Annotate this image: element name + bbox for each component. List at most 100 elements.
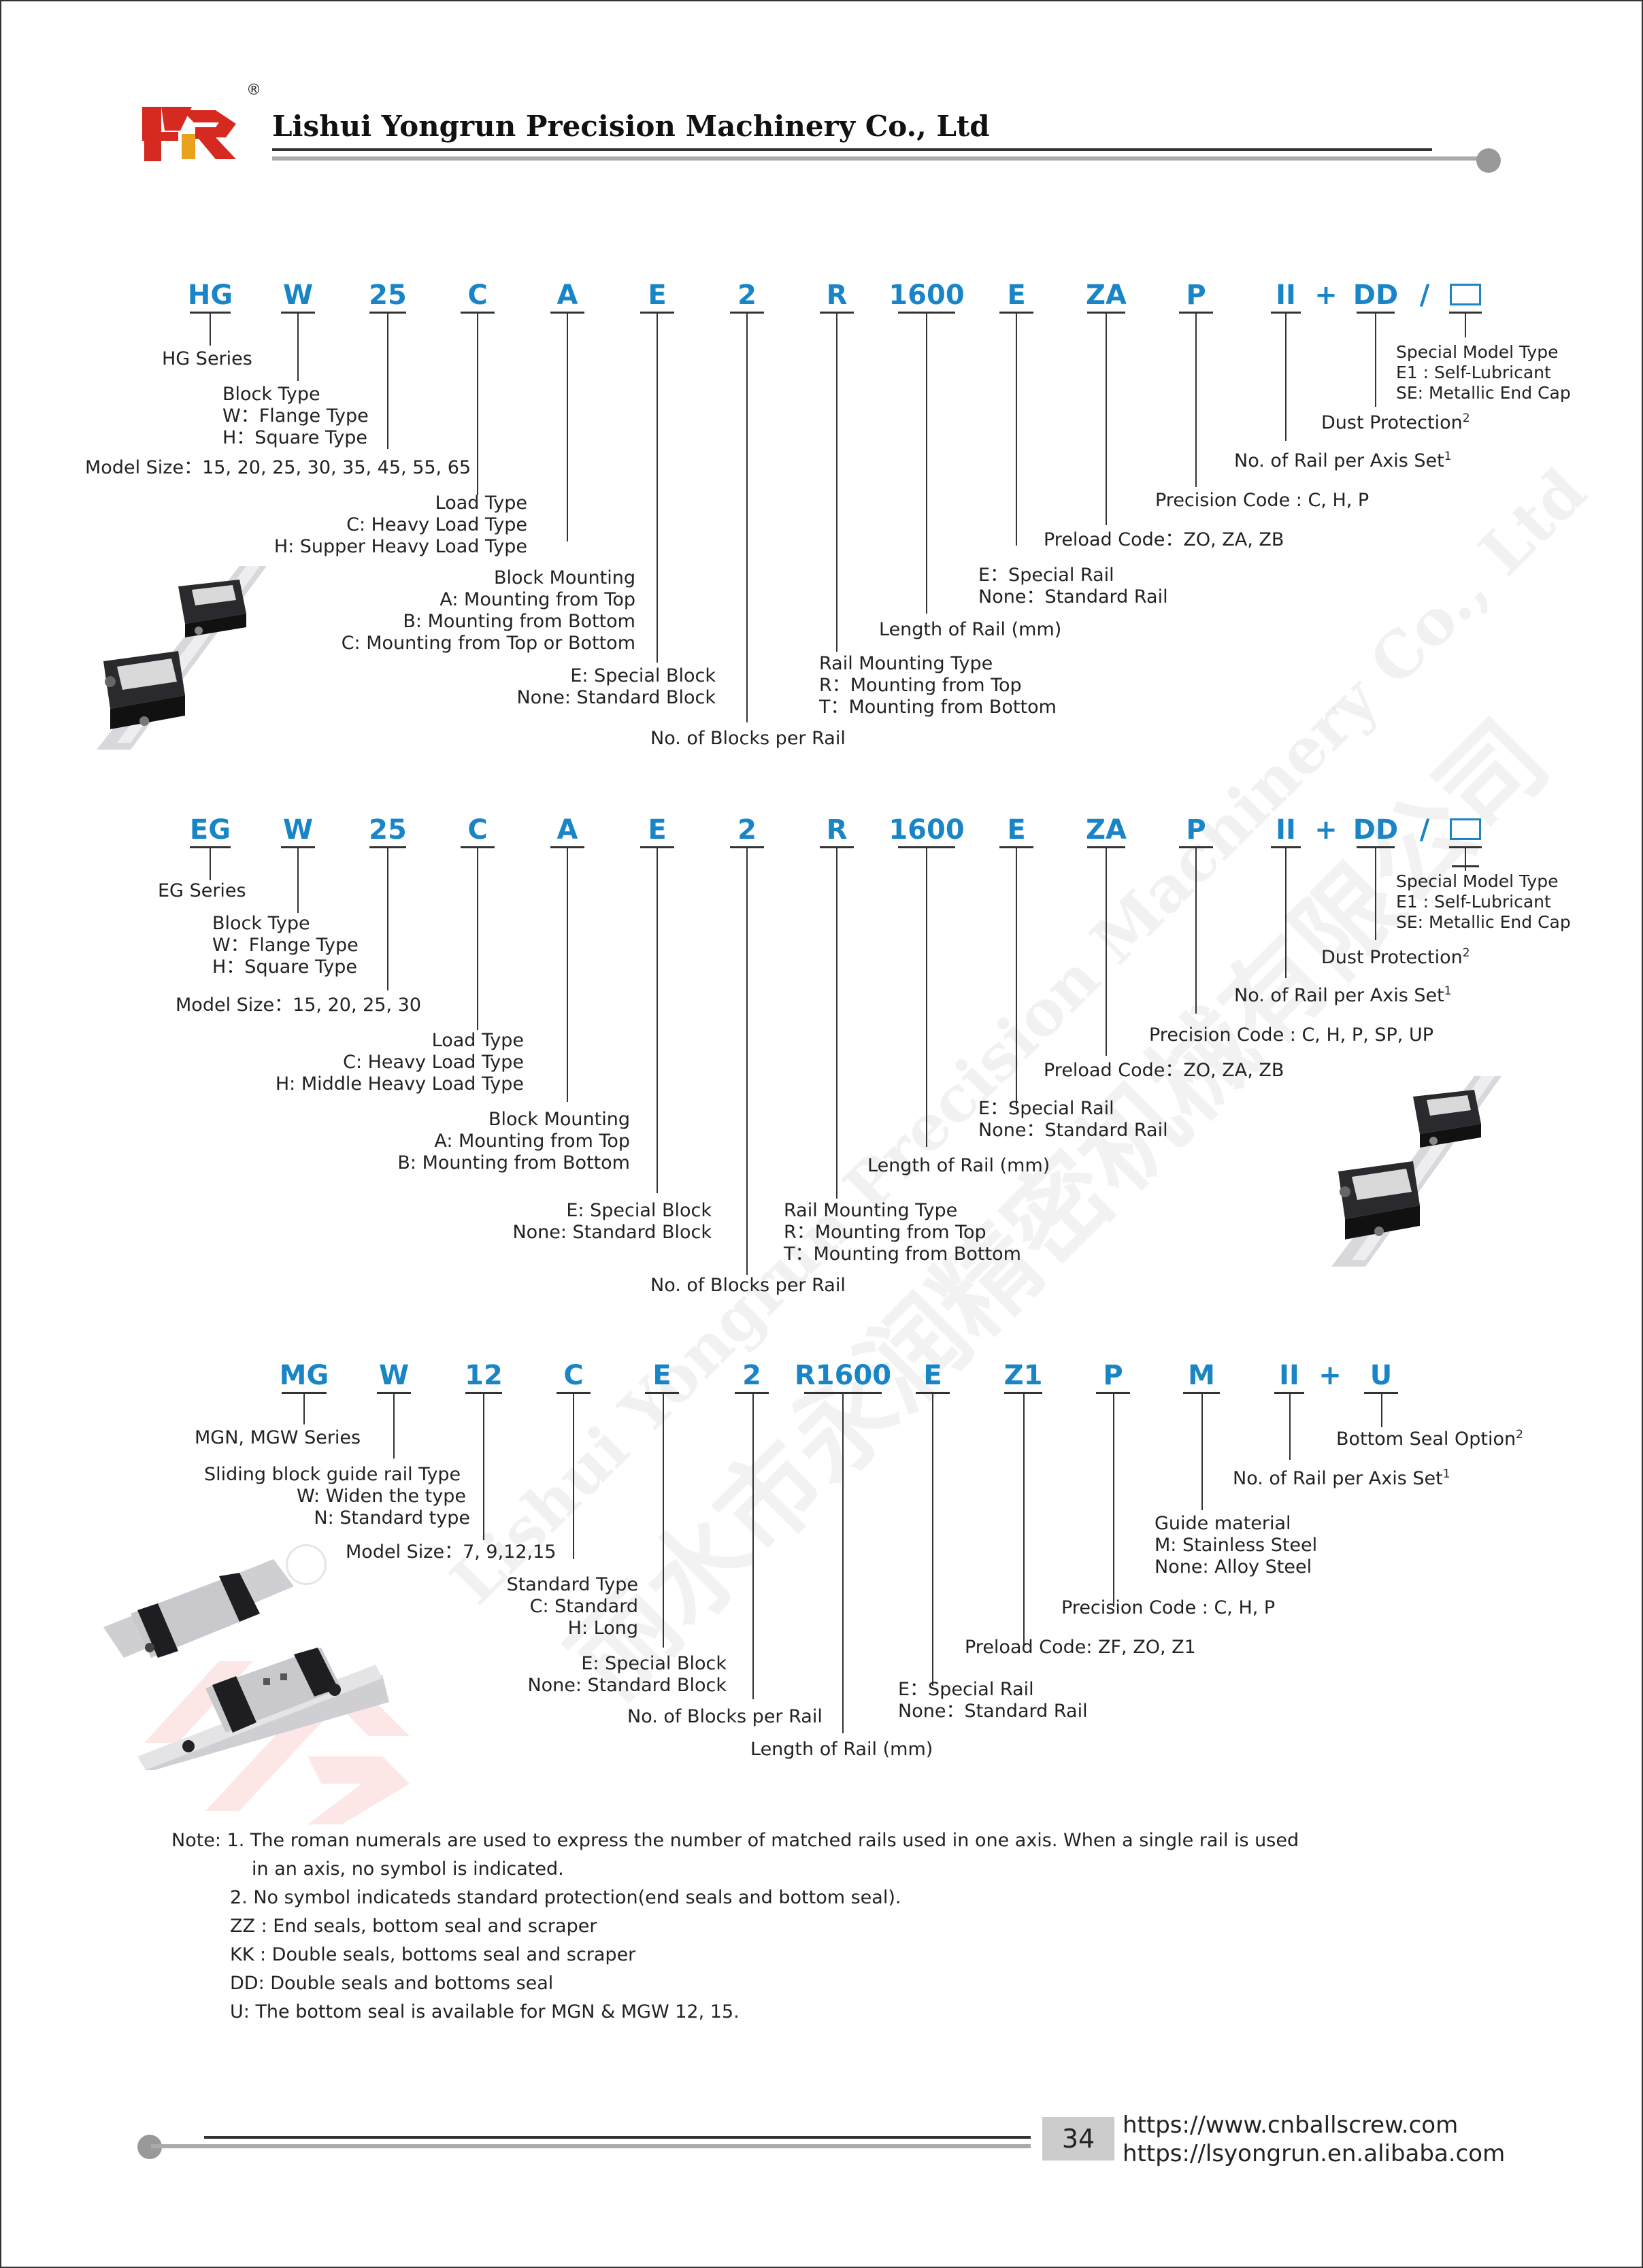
eg-blocks-per-rail: No. of Blocks per Rail — [650, 1275, 846, 1296]
mg-code-precision: P — [1103, 1360, 1123, 1391]
hg-dust-protection: Dust Protection2 — [1321, 412, 1470, 433]
special-model-box-icon — [1450, 284, 1481, 305]
mg-standard-type-h: H: Long — [567, 1618, 638, 1639]
mg-guide-material-none: None: Alloy Steel — [1155, 1556, 1312, 1578]
mg-standard-rail: None：Standard Rail — [898, 1701, 1088, 1722]
mg-rails-per-axis: No. of Rail per Axis Set1 — [1233, 1467, 1450, 1489]
eg-rail-mount-title: Rail Mounting Type — [784, 1200, 958, 1221]
eg-model-size: Model Size：15, 20, 25, 30 — [176, 995, 421, 1016]
eg-standard-rail: None：Standard Rail — [978, 1120, 1168, 1141]
hg-special-model-e1: E1 : Self-Lubricant — [1396, 363, 1551, 382]
eg-load-type-title: Load Type — [431, 1030, 524, 1051]
eg-code-precision: P — [1186, 814, 1206, 846]
eg-code-load: C — [467, 814, 488, 846]
hg-block-mount-c: C: Mounting from Top or Bottom — [341, 633, 635, 654]
hg-code-load: C — [467, 280, 488, 311]
mg-precision: Precision Code : C, H, P — [1061, 1597, 1276, 1618]
mg-code-bottom-seal: U — [1370, 1360, 1393, 1391]
header-rule — [272, 148, 1432, 151]
page-number: 34 — [1042, 2117, 1114, 2161]
hg-block-mount-b: B: Mounting from Bottom — [403, 611, 635, 632]
header-rule-dot — [1476, 148, 1501, 173]
hg-load-type-title: Load Type — [435, 493, 527, 514]
eg-code-block: W — [282, 814, 314, 846]
mg-code-size: 12 — [465, 1360, 503, 1391]
hg-code-plus: + — [1314, 280, 1338, 311]
eg-special-model-e1: E1 : Self-Lubricant — [1396, 892, 1551, 912]
eg-code-mounting: A — [557, 814, 578, 846]
mg-preload: Preload Code: ZF, ZO, Z1 — [965, 1637, 1196, 1658]
eg-rail-length: Length of Rail (mm) — [867, 1155, 1050, 1176]
hg-code-slash: / — [1419, 280, 1430, 311]
mg-code-special-rail: E — [923, 1360, 942, 1391]
hg-rail-length: Length of Rail (mm) — [879, 619, 1062, 640]
hg-model-size: Model Size：15, 20, 25, 30, 35, 45, 55, 6… — [85, 457, 471, 478]
mg-code-rails: II — [1279, 1360, 1299, 1391]
mg-guide-material-m: M: Stainless Steel — [1155, 1535, 1318, 1556]
mg-code-blocks: 2 — [742, 1360, 761, 1391]
hg-precision: Precision Code : C, H, P — [1155, 490, 1370, 511]
eg-code-dust: DD — [1352, 814, 1399, 846]
eg-dust-protection: Dust Protection2 — [1321, 946, 1470, 968]
eg-code-plus: + — [1314, 814, 1338, 846]
hg-code-mounting: A — [557, 280, 578, 311]
footer-rule-gray — [151, 2144, 1031, 2148]
hg-load-type-h: H: Supper Heavy Load Type — [273, 536, 527, 557]
eg-linear-guide-image — [1325, 1076, 1508, 1269]
mg-code-plus: + — [1318, 1360, 1342, 1391]
hg-code-length: 1600 — [889, 280, 965, 311]
website-link[interactable]: https://www.cnballscrew.com — [1123, 2112, 1459, 2139]
mg-model-size: Model Size：7, 9,12,15 — [346, 1541, 557, 1563]
mg-guide-material-title: Guide material — [1155, 1513, 1291, 1534]
hg-code-special-block: E — [648, 280, 667, 311]
mg-rail-length: Length of Rail (mm) — [750, 1739, 933, 1760]
eg-preload: Preload Code：ZO, ZA, ZB — [1044, 1060, 1284, 1081]
mg-code-length: R1600 — [794, 1360, 892, 1391]
note-line-u: U: The bottom seal is available for MGN … — [230, 2001, 740, 2022]
note-line-dd: DD: Double seals and bottoms seal — [230, 1973, 554, 1994]
eg-standard-block: None: Standard Block — [512, 1222, 712, 1243]
note-line-1-cont: in an axis, no symbol is indicated. — [252, 1858, 564, 1880]
eg-block-mount-title: Block Mounting — [488, 1109, 630, 1130]
hg-special-model-se: SE: Metallic End Cap — [1396, 383, 1571, 403]
hg-block-type-title: Block Type — [222, 384, 320, 405]
eg-block-type-w: W：Flange Type — [212, 935, 359, 956]
mg-block-type-n: N: Standard type — [314, 1507, 470, 1529]
hg-rail-mount-title: Rail Mounting Type — [819, 653, 993, 674]
mg-series-label: MGN, MGW Series — [195, 1427, 361, 1448]
hg-rails-per-axis: No. of Rail per Axis Set1 — [1234, 450, 1452, 471]
eg-code-length: 1600 — [889, 814, 965, 846]
mg-standard-type-title: Standard Type — [506, 1574, 638, 1595]
mg-standard-block: None: Standard Block — [527, 1675, 727, 1696]
eg-code-rail-mount: R — [826, 814, 848, 846]
hg-code-precision: P — [1186, 280, 1206, 311]
hg-block-type-w: W：Flange Type — [222, 405, 369, 427]
note-line-kk: KK : Double seals, bottoms seal and scra… — [230, 1944, 636, 1965]
hg-block-mount-title: Block Mounting — [494, 567, 635, 588]
eg-code-special-box — [1450, 815, 1481, 845]
hg-code-rails: II — [1276, 280, 1296, 311]
eg-special-rail: E：Special Rail — [978, 1098, 1114, 1119]
eg-rails-per-axis: No. of Rail per Axis Set1 — [1234, 984, 1452, 1006]
hg-load-type-c: C: Heavy Load Type — [346, 514, 527, 535]
eg-special-block: E: Special Block — [566, 1200, 712, 1221]
header-rule-gray — [272, 156, 1497, 161]
hg-series-label: HG Series — [162, 348, 252, 369]
hg-code-series: HG — [187, 280, 233, 311]
registered-mark: ® — [246, 82, 261, 99]
hg-rail-mount-t: T：Mounting from Bottom — [819, 697, 1057, 718]
eg-load-type-c: C: Heavy Load Type — [343, 1052, 524, 1073]
hg-preload: Preload Code：ZO, ZA, ZB — [1044, 529, 1284, 550]
mg-special-block: E: Special Block — [581, 1653, 727, 1674]
eg-block-type-title: Block Type — [212, 913, 310, 934]
eg-precision: Precision Code : C, H, P, SP, UP — [1149, 1024, 1433, 1046]
note-line-2: 2. No symbol indicateds standard protect… — [230, 1887, 901, 1908]
hg-special-block: E: Special Block — [570, 665, 716, 686]
footer-rule — [204, 2136, 1031, 2139]
hg-blocks-per-rail: No. of Blocks per Rail — [650, 728, 846, 749]
eg-code-special-block: E — [648, 814, 667, 846]
hg-special-rail: E：Special Rail — [978, 565, 1114, 586]
eg-code-blocks: 2 — [737, 814, 757, 846]
alibaba-link[interactable]: https://lsyongrun.en.alibaba.com — [1123, 2140, 1506, 2167]
